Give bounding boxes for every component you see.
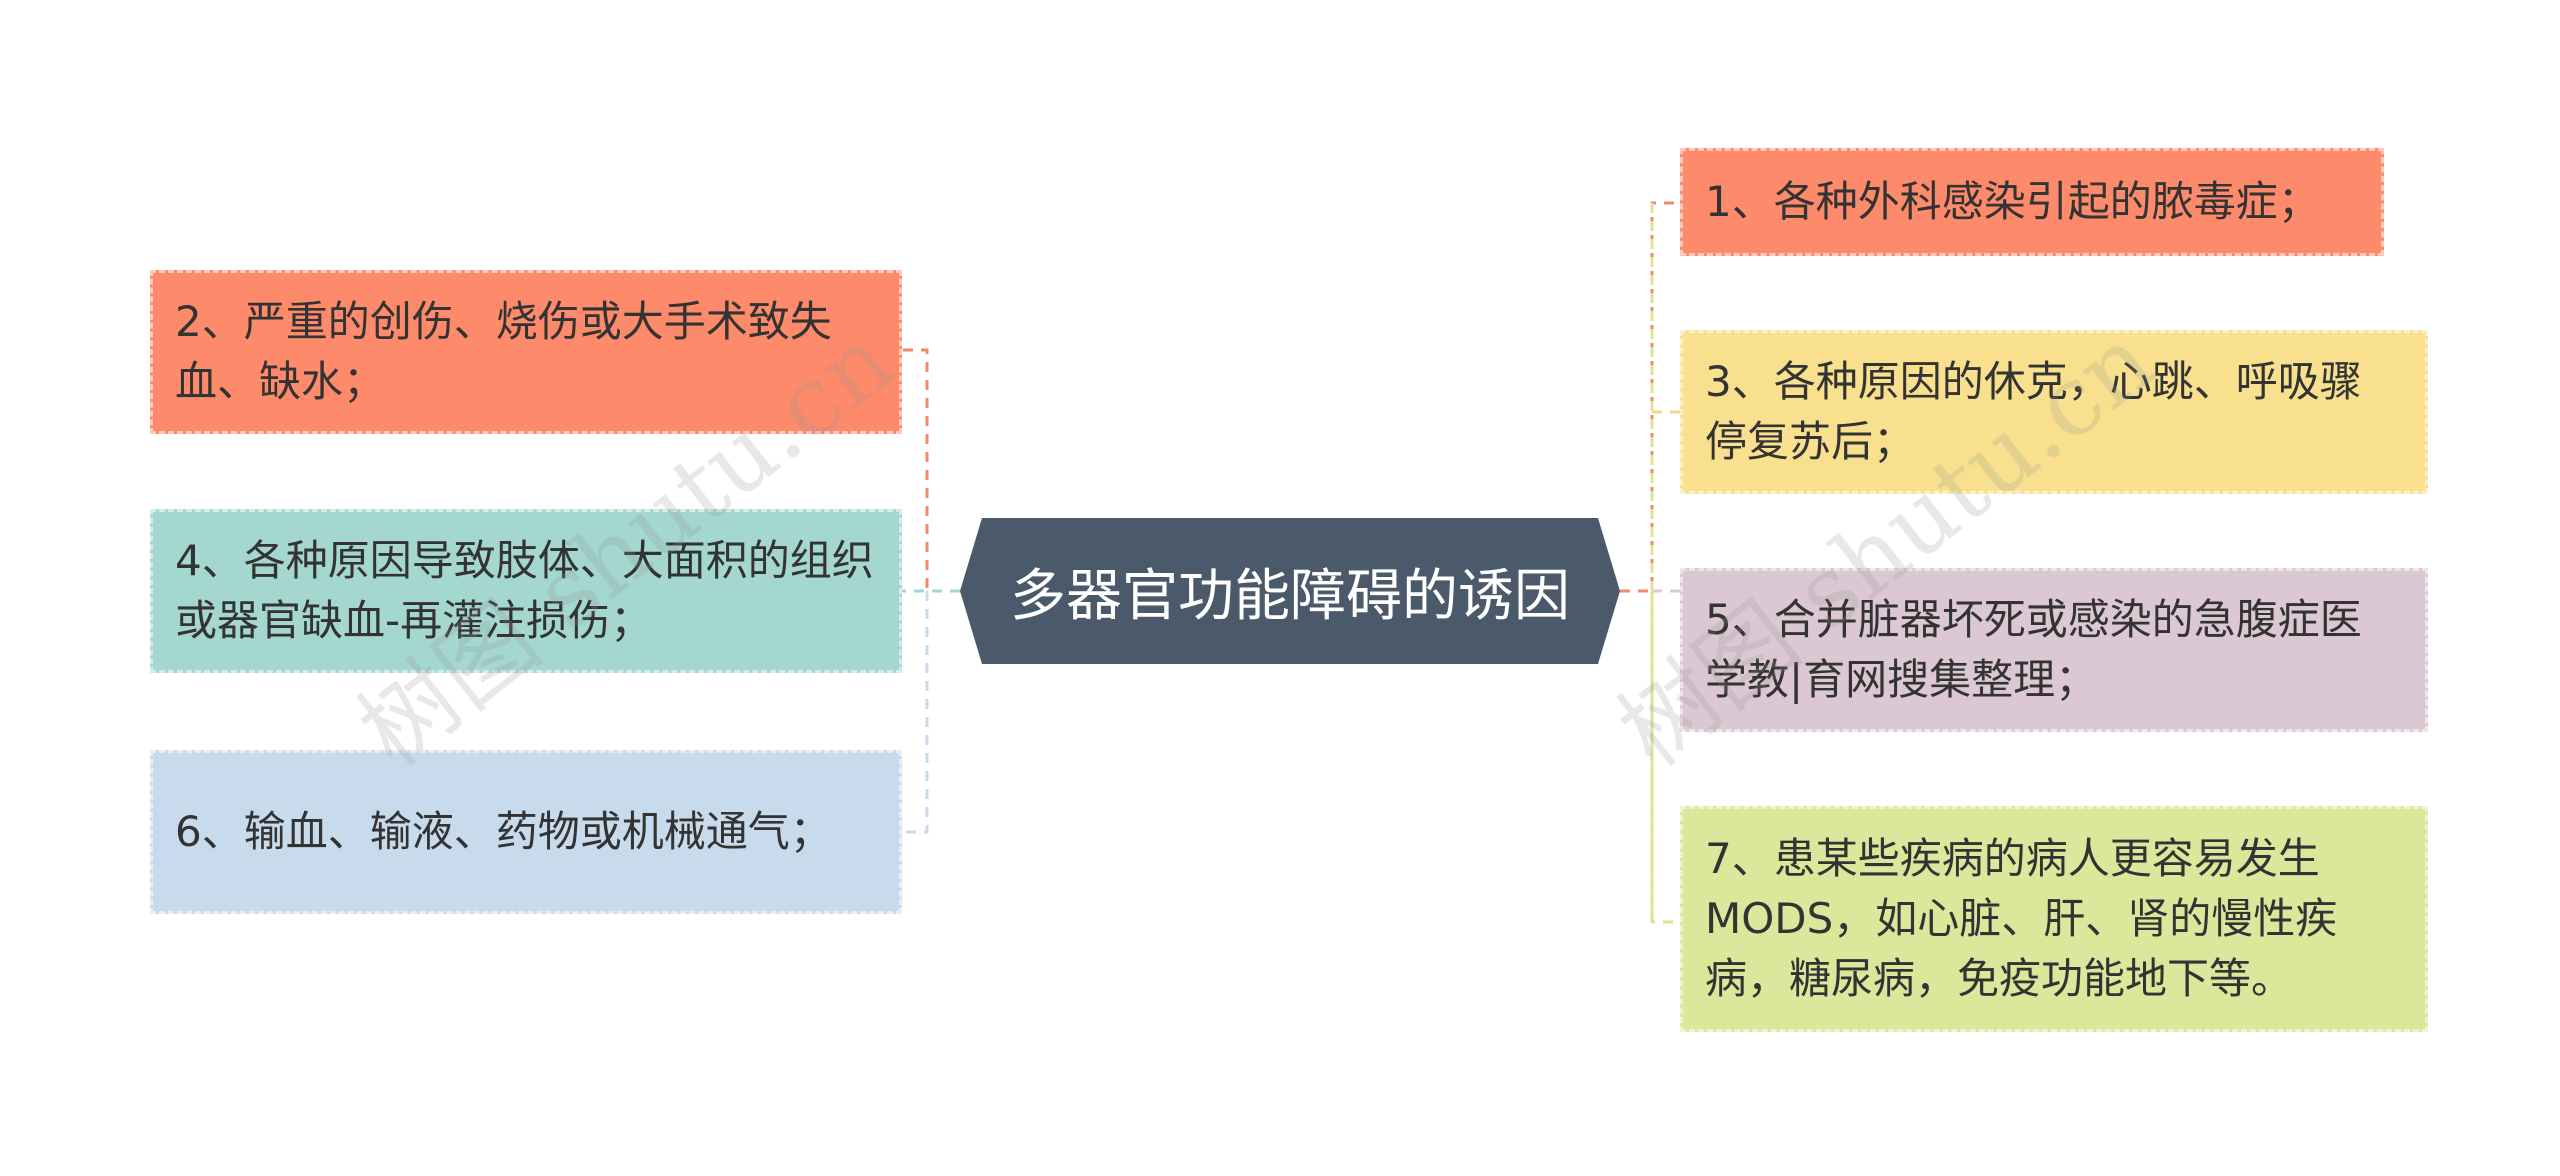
topic-node-left-2-text: 4、各种原因导致肢体、大面积的组织或器官缺血-再灌注损伤； xyxy=(175,536,874,645)
topic-node-left-1-text: 2、严重的创伤、烧伤或大手术致失血、缺水； xyxy=(175,297,832,406)
topic-node-right-4-text: 7、患某些疾病的病人更容易发生MODS，如心脏、肝、肾的慢性疾病，糖尿病，免疫功… xyxy=(1705,834,2338,1003)
topic-node-right-1-text: 1、各种外科感染引起的脓毒症； xyxy=(1705,177,2320,226)
central-topic-label: 多器官功能障碍的诱因 xyxy=(1010,563,1570,629)
topic-node-left-2[interactable]: 4、各种原因导致肢体、大面积的组织或器官缺血-再灌注损伤； xyxy=(150,509,902,673)
connector-left-1 xyxy=(902,348,960,593)
topic-node-right-3-text: 5、合并脏器坏死或感染的急腹症医学教|育网搜集整理； xyxy=(1705,595,2362,704)
connector-left-3 xyxy=(902,591,929,834)
topic-node-right-4[interactable]: 7、患某些疾病的病人更容易发生MODS，如心脏、肝、肾的慢性疾病，糖尿病，免疫功… xyxy=(1680,806,2428,1032)
topic-node-right-2-text: 3、各种原因的休克，心跳、呼吸骤停复苏后； xyxy=(1705,357,2362,466)
topic-node-left-1[interactable]: 2、严重的创伤、烧伤或大手术致失血、缺水； xyxy=(150,270,902,434)
topic-node-left-3-text: 6、输血、输液、药物或机械通气； xyxy=(175,807,832,856)
connector-right-1 xyxy=(1620,201,1680,593)
topic-node-right-2[interactable]: 3、各种原因的休克，心跳、呼吸骤停复苏后； xyxy=(1680,330,2428,494)
connector-right-4 xyxy=(1650,591,1680,924)
topic-node-right-1[interactable]: 1、各种外科感染引起的脓毒症； xyxy=(1680,148,2384,256)
central-topic-shape xyxy=(960,518,1620,664)
central-topic[interactable]: 多器官功能障碍的诱因 xyxy=(960,518,1620,664)
topic-node-right-3[interactable]: 5、合并脏器坏死或感染的急腹症医学教|育网搜集整理； xyxy=(1680,568,2428,732)
topic-node-left-3[interactable]: 6、输血、输液、药物或机械通气； xyxy=(150,750,902,914)
